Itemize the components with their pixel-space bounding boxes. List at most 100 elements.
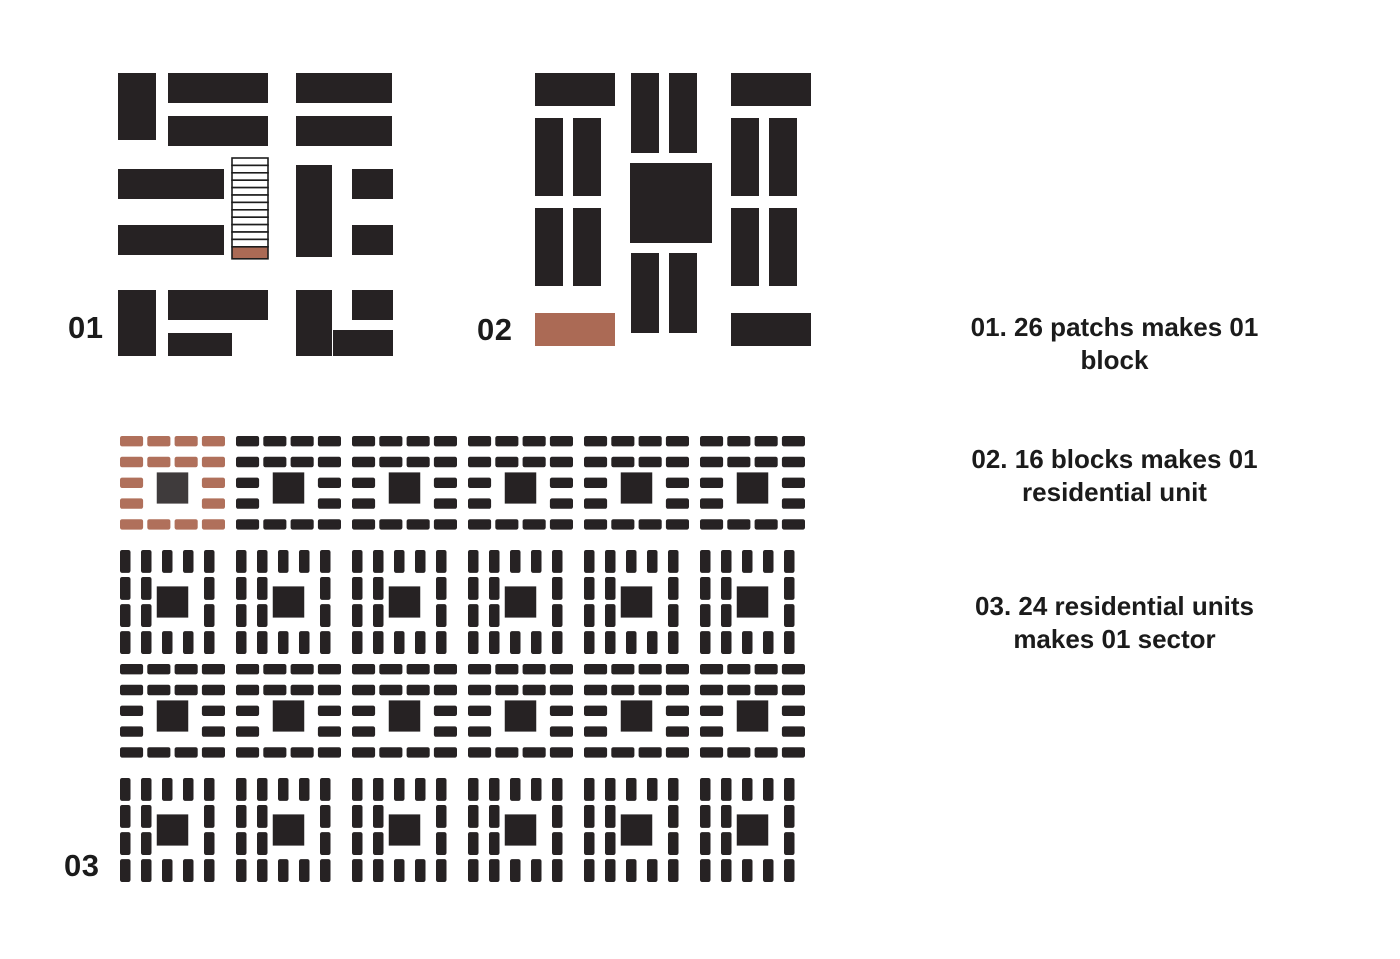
highlighted-patch: [231, 246, 269, 260]
unit-bar: [781, 519, 805, 530]
unit-bar: [754, 664, 778, 675]
unit-bar: [141, 805, 152, 828]
unit-block: [731, 208, 759, 286]
unit-bar: [584, 705, 608, 716]
unit-bar: [201, 436, 225, 447]
sector-unit: [700, 550, 795, 654]
unit-bar: [406, 747, 430, 758]
unit-bar: [317, 705, 341, 716]
unit-bar: [299, 778, 310, 801]
unit-bar: [784, 778, 795, 801]
unit-bar: [549, 519, 573, 530]
unit-bar: [141, 577, 152, 600]
unit-bar: [406, 664, 430, 675]
unit-bar: [584, 726, 608, 737]
unit-bar: [263, 684, 287, 696]
unit-bar: [320, 832, 331, 855]
unit-bar: [754, 456, 778, 468]
unit-bar: [468, 519, 492, 530]
unit-bar: [638, 456, 662, 468]
sector-unit: [468, 550, 563, 654]
unit-block: [669, 73, 697, 153]
unit-bar: [317, 498, 341, 509]
unit-center-square: [388, 814, 421, 846]
unit-bar: [379, 747, 403, 758]
legend-line: 01. 26 patchs makes 01: [970, 312, 1259, 342]
unit-bar: [468, 498, 492, 509]
unit-bar: [584, 631, 595, 654]
unit-bar: [436, 550, 447, 573]
unit-bar: [433, 477, 457, 488]
unit-bar: [236, 477, 260, 488]
unit-bar: [549, 498, 573, 509]
unit-block: [669, 253, 697, 333]
legend-line: residential unit: [1022, 477, 1207, 507]
unit-bar: [373, 550, 384, 573]
unit-bar: [638, 747, 662, 758]
unit-bar: [352, 519, 376, 530]
unit-bar: [784, 805, 795, 828]
unit-bar: [665, 436, 689, 447]
unit-bar: [120, 726, 144, 737]
unit-bar: [120, 436, 144, 447]
legend-item-block: 01. 26 patchs makes 01 block: [912, 311, 1317, 377]
unit-bar: [781, 705, 805, 716]
unit-block: [535, 208, 563, 286]
unit-bar: [611, 456, 635, 468]
unit-bar: [141, 859, 152, 882]
unit-center-square: [620, 700, 653, 732]
unit-bar: [317, 747, 341, 758]
unit-bar: [489, 550, 500, 573]
unit-bar: [584, 550, 595, 573]
unit-bar: [742, 859, 753, 882]
unit-bar: [290, 436, 314, 447]
unit-bar: [120, 805, 131, 828]
unit-bar: [700, 631, 711, 654]
sector-unit: [120, 550, 215, 654]
unit-bar: [584, 859, 595, 882]
unit-bar: [352, 778, 363, 801]
unit-bar: [647, 778, 658, 801]
unit-bar: [763, 859, 774, 882]
unit-bar: [120, 550, 131, 573]
legend: 01. 26 patchs makes 01 block 02. 16 bloc…: [912, 303, 1317, 723]
legend-item-sector: 03. 24 residential units makes 01 sector: [912, 590, 1317, 656]
unit-bar: [668, 859, 679, 882]
unit-bar: [531, 550, 542, 573]
unit-bar: [584, 519, 608, 530]
unit-bar: [278, 859, 289, 882]
unit-bar: [665, 519, 689, 530]
unit-center-square: [388, 586, 421, 618]
unit-bar: [352, 684, 376, 696]
unit-bar: [552, 604, 563, 627]
unit-bar: [626, 778, 637, 801]
unit-center-square: [272, 814, 305, 846]
unit-bar: [727, 436, 751, 447]
unit-bar: [647, 631, 658, 654]
unit-bar: [781, 747, 805, 758]
unit-bar: [584, 684, 608, 696]
unit-bar: [495, 747, 519, 758]
unit-bar: [406, 456, 430, 468]
unit-bar: [552, 805, 563, 828]
unit-bar: [120, 604, 131, 627]
unit-center-square: [272, 700, 305, 732]
unit-bar: [552, 859, 563, 882]
unit-bar: [320, 805, 331, 828]
unit-bar: [352, 456, 376, 468]
unit-bar: [638, 664, 662, 675]
unit-bar: [120, 747, 144, 758]
unit-bar: [468, 805, 479, 828]
patch-slice: [231, 179, 269, 189]
unit-bar: [668, 604, 679, 627]
unit-bar: [433, 726, 457, 737]
unit-bar: [468, 684, 492, 696]
patch-slice: [231, 223, 269, 233]
unit-bar: [552, 577, 563, 600]
unit-bar: [665, 664, 689, 675]
unit-bar: [727, 519, 751, 530]
sector-unit: [352, 664, 457, 758]
unit-bar: [700, 747, 724, 758]
patch-slice: [231, 238, 269, 248]
unit-block: [731, 73, 811, 106]
